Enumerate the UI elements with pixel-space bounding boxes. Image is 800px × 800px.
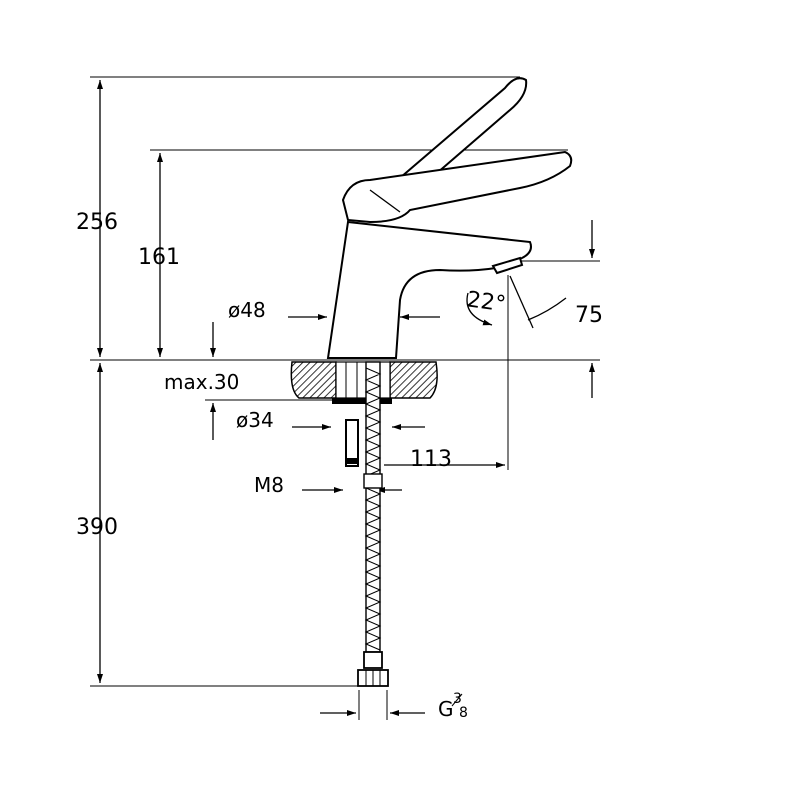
dimension-113: 113 <box>384 275 509 472</box>
dimension-390-label: 390 <box>76 515 118 540</box>
dimension-m8-label: M8 <box>254 473 284 497</box>
dimension-256: 256 <box>76 80 118 357</box>
dimension-g38: G 3 8 <box>320 690 468 721</box>
dimension-g38-denominator: 8 <box>459 705 468 721</box>
dimension-d48-label: ø48 <box>228 298 266 322</box>
flexible-hose <box>363 361 383 653</box>
dimension-d34-label: ø34 <box>236 408 274 432</box>
dimension-113-label: 113 <box>410 447 452 472</box>
dimension-g38-prefix: G <box>438 697 454 721</box>
dimension-390: 390 <box>76 363 118 683</box>
dimension-161: 161 <box>138 153 180 357</box>
dimension-max30-label: max.30 <box>164 370 239 394</box>
faucet-body <box>326 77 573 359</box>
extension-lines <box>90 76 600 687</box>
dimension-22-label: 22° <box>465 287 507 317</box>
countertop-section <box>290 361 438 404</box>
dimension-22-angle: 22° <box>465 287 507 326</box>
dimension-75-angle: 75 <box>509 275 603 329</box>
dimension-d34: ø34 <box>236 408 425 432</box>
dimension-256-label: 256 <box>76 210 118 235</box>
dimension-max30: max.30 <box>164 322 239 440</box>
dimension-m8: M8 <box>254 473 402 497</box>
hose-connector-nut <box>357 651 389 687</box>
mounting-stud <box>345 419 359 467</box>
dimension-d48: ø48 <box>228 298 440 322</box>
dimension-161-label: 161 <box>138 245 180 270</box>
dimension-75-label: 75 <box>575 303 603 328</box>
